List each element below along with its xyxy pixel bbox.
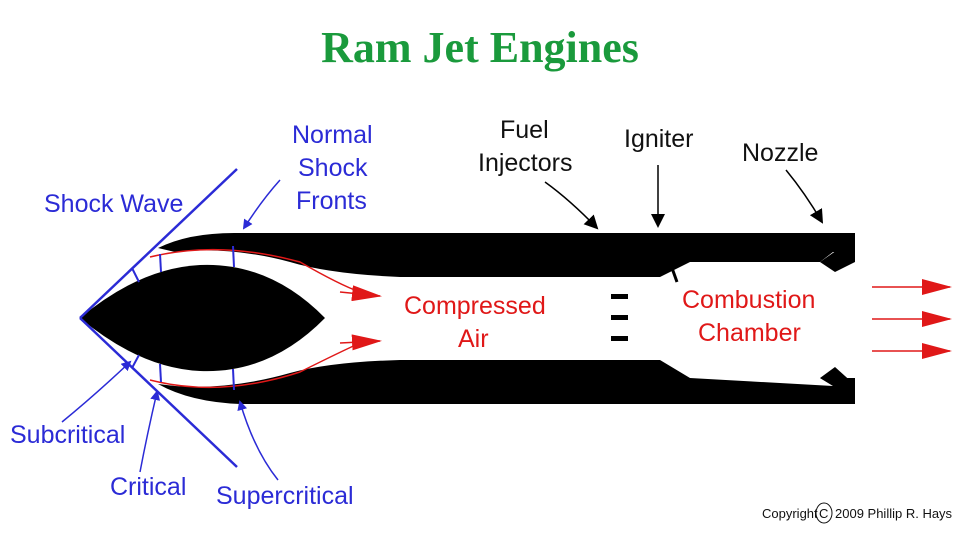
combustion-chamber-label-line1: Combustion bbox=[682, 286, 815, 314]
shock-wave-upper bbox=[79, 168, 238, 319]
fuel-injector-2 bbox=[611, 315, 628, 320]
critical-label: Critical bbox=[110, 473, 186, 501]
copyright-text: 2009 Phillip R. Hays bbox=[835, 506, 953, 521]
airflow-lower-line bbox=[149, 342, 361, 389]
fuel-injectors-label-line1: Fuel bbox=[500, 116, 549, 144]
fuel-injectors-pointer bbox=[544, 181, 599, 230]
engine-lower-wall bbox=[158, 360, 855, 404]
igniter-label: Igniter bbox=[624, 125, 693, 153]
shock-wave-label: Shock Wave bbox=[44, 190, 183, 218]
fuel-injector-3 bbox=[611, 336, 628, 341]
normal-shock-tick-3 bbox=[232, 245, 235, 268]
normal-shock-tick-2 bbox=[159, 253, 162, 273]
combustion-chamber-label-line2: Chamber bbox=[698, 319, 801, 347]
copyright-prefix: Copyright bbox=[762, 506, 818, 521]
normal-shock-label-line2: Shock bbox=[298, 154, 368, 182]
airflow-upper-line bbox=[149, 248, 361, 293]
nozzle-upper-lip bbox=[820, 233, 855, 262]
copyright-symbol: C bbox=[819, 506, 828, 521]
fuel-injector-1 bbox=[611, 294, 628, 299]
fuel-injectors-label-line2: Injectors bbox=[478, 149, 572, 177]
engine-upper-wall bbox=[158, 232, 855, 277]
supercritical-label: Supercritical bbox=[216, 482, 354, 510]
copyright-symbol-ring bbox=[815, 502, 833, 524]
nozzle-label: Nozzle bbox=[742, 139, 818, 167]
critical-pointer bbox=[139, 390, 161, 473]
airflow-lower-arrow bbox=[339, 334, 382, 351]
normal-shock-label-line1: Normal bbox=[292, 121, 373, 149]
normal-shock-tick-6 bbox=[232, 368, 235, 391]
supercritical-pointer bbox=[237, 400, 279, 481]
nozzle-lower-lip bbox=[820, 378, 855, 404]
compressed-air-label-line2: Air bbox=[458, 325, 489, 353]
normal-shock-tick-1 bbox=[131, 267, 140, 283]
inlet-spike bbox=[80, 264, 325, 372]
page-title: Ram Jet Engines bbox=[321, 23, 639, 72]
subcritical-pointer bbox=[61, 360, 132, 423]
igniter-probe bbox=[670, 267, 679, 283]
nozzle-pointer bbox=[785, 169, 824, 224]
normal-shock-label-line3: Fronts bbox=[296, 187, 367, 215]
subcritical-label: Subcritical bbox=[10, 421, 125, 449]
airflow-upper-arrow bbox=[339, 285, 382, 302]
normal-shock-pointer bbox=[242, 179, 281, 230]
normal-shock-tick-4 bbox=[131, 354, 140, 369]
normal-shock-tick-5 bbox=[159, 363, 162, 383]
compressed-air-label-line1: Compressed bbox=[404, 292, 546, 320]
